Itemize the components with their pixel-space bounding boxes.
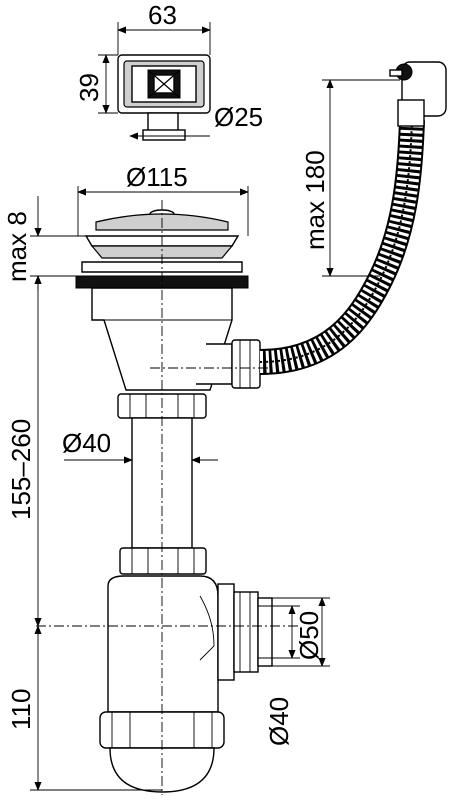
hose-length-dimension: max 180: [300, 79, 400, 277]
funnel-body: [91, 287, 261, 391]
trap-height-dimension: 110: [6, 625, 162, 791]
height-range-dimension: 155–260: [6, 275, 42, 627]
strainer-diameter-dimension: Ø115: [77, 162, 249, 236]
bottle-trap: [99, 575, 273, 793]
overflow-width-dimension: 63: [117, 0, 211, 55]
side-outlet-small-label: Ø40: [264, 697, 294, 746]
flange-thickness-label: max 8: [2, 211, 32, 282]
overflow-outlet-label: Ø25: [214, 102, 263, 132]
flange-thickness-dimension: max 8: [2, 196, 88, 290]
strainer-diameter-label: Ø115: [126, 162, 188, 192]
height-range-label: 155–260: [6, 419, 36, 520]
trap-height-label: 110: [6, 689, 36, 730]
side-outlet-dimensions: Ø50 Ø40: [258, 597, 330, 746]
side-outlet-large-label: Ø50: [294, 611, 324, 660]
pipe-diameter-label: Ø40: [62, 428, 111, 458]
overflow-width-label: 63: [148, 0, 177, 30]
overflow-outlet-dimension: Ø25: [129, 102, 263, 140]
overflow-height-dimension: 39: [74, 54, 118, 114]
hose-length-label: max 180: [300, 150, 330, 250]
overflow-grille: [117, 54, 211, 141]
pipe-diameter-dimension: Ø40: [62, 428, 218, 464]
center-lines: [36, 200, 300, 795]
overflow-height-label: 39: [74, 73, 104, 102]
overflow-hose: [259, 61, 447, 375]
